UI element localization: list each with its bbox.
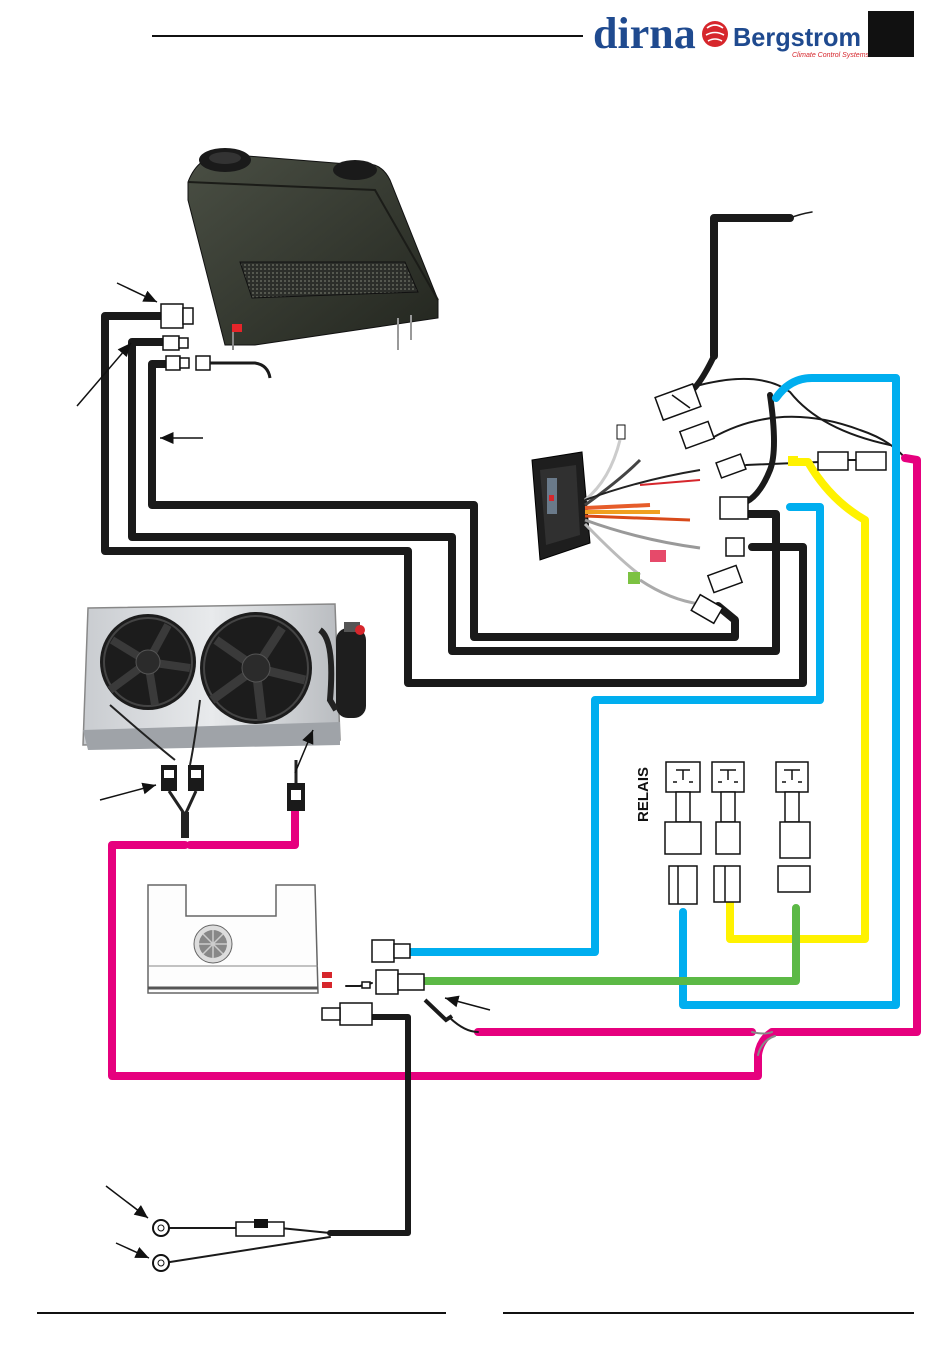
- brand-emblem-icon: [702, 21, 728, 47]
- wire-black-battery: [330, 1017, 408, 1233]
- leader-arrow-sensor: [445, 998, 490, 1010]
- relay-label: RELAIS: [635, 767, 652, 822]
- connector-h: [818, 452, 848, 470]
- battery-terminal-positive: [153, 1220, 169, 1236]
- control-panel: [532, 425, 700, 604]
- battery-terminal-negative: [153, 1255, 169, 1271]
- brand-bergstrom-logo: Bergstrom: [733, 22, 861, 52]
- wire-magenta-2: [190, 808, 295, 845]
- evap-connector-1: [161, 304, 183, 328]
- condenser-with-fans: [83, 604, 366, 838]
- evaporator-unit: [161, 148, 438, 378]
- compressor-unit: [148, 885, 452, 1025]
- connector-d: [720, 497, 748, 519]
- wire-black-top: [714, 218, 790, 356]
- inline-fuse: [236, 1219, 284, 1236]
- section-tab-block: [868, 11, 914, 57]
- fan-connectors: [161, 765, 204, 838]
- evap-connector-2: [163, 336, 179, 350]
- pressure-switch-connector: [287, 760, 305, 811]
- brand-dirna-logo: dirna: [593, 9, 696, 58]
- connector-a: [655, 384, 701, 420]
- brand-tagline: Climate Control Systems: [792, 52, 870, 59]
- connector-i: [856, 452, 886, 470]
- wire-black-3: [152, 364, 735, 637]
- relay-2: [712, 762, 744, 902]
- wire-battery-thin-2: [170, 1237, 330, 1262]
- thermal-sensor: [425, 1000, 452, 1020]
- connector-b: [680, 421, 714, 448]
- leader-arrows-battery: [106, 1186, 149, 1258]
- wire-green-1: [425, 908, 796, 981]
- relay-3: [776, 762, 810, 892]
- wire-thin-1: [700, 379, 890, 445]
- header: dirna Bergstrom Climate Control Systems: [152, 9, 914, 59]
- wire-thermal-sensor: [450, 1018, 478, 1032]
- evap-connector-3: [166, 356, 180, 370]
- connector-g: [691, 595, 723, 624]
- connector-c: [716, 454, 746, 478]
- wire-black-top-tip: [790, 212, 812, 218]
- relay-1: [665, 762, 701, 904]
- connector-e: [726, 538, 744, 556]
- connector-f: [708, 565, 742, 592]
- compressor-connectors: [322, 940, 424, 1025]
